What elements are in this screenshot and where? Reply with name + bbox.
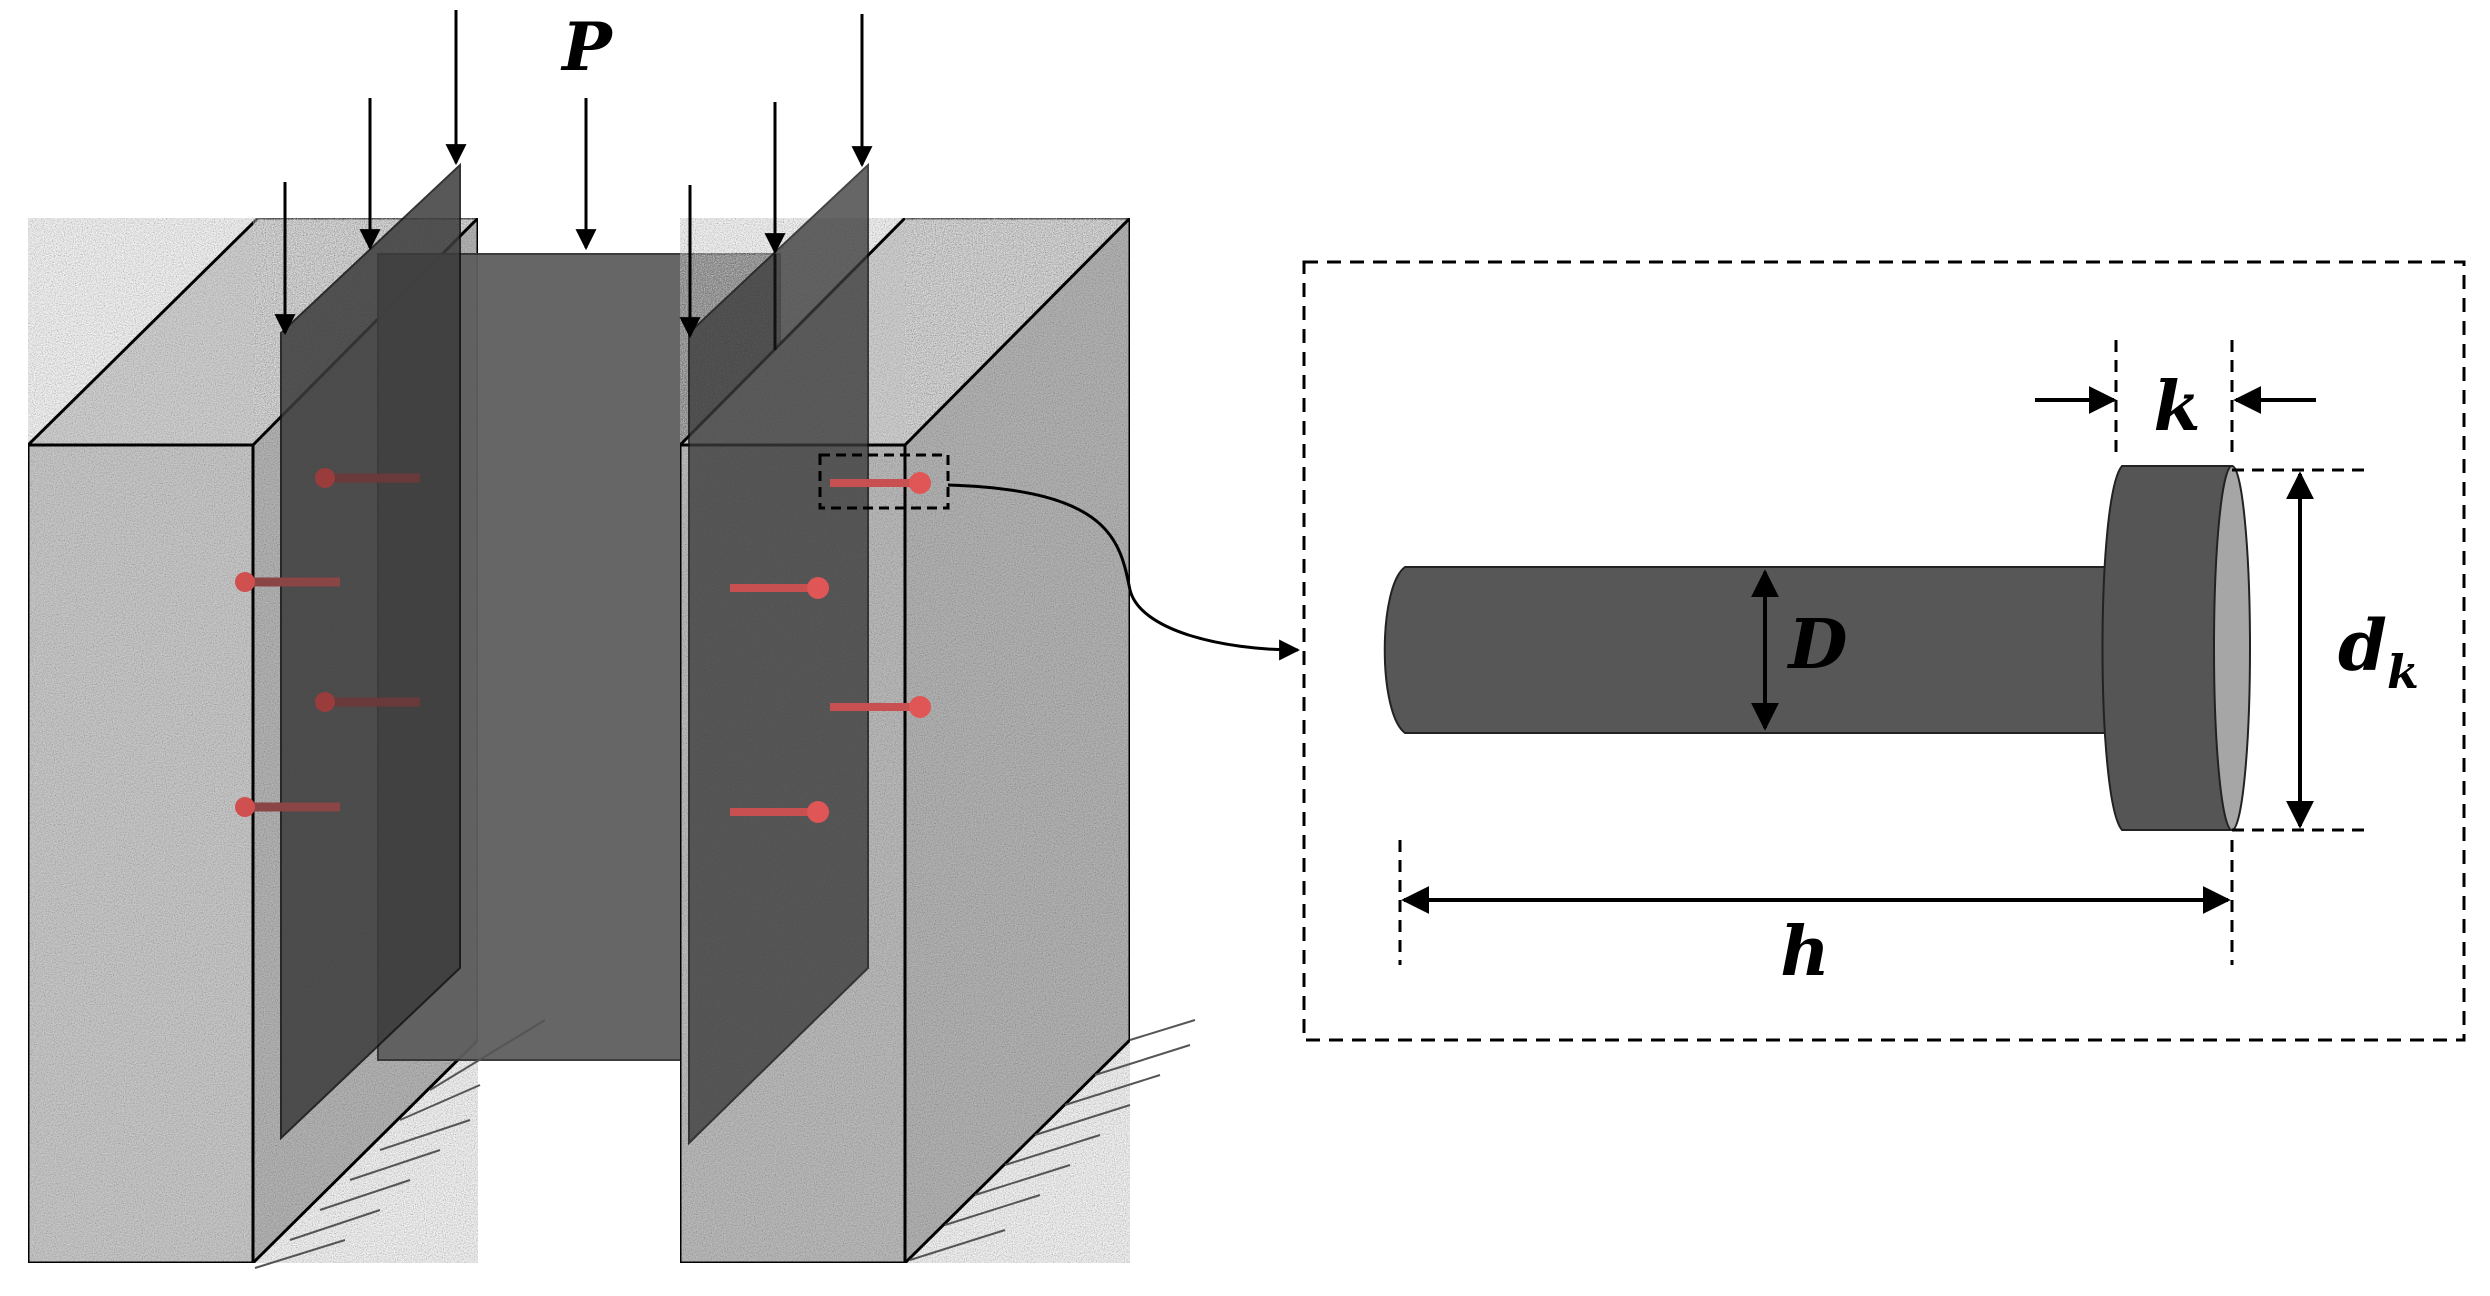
- stud-connector: [315, 692, 420, 712]
- stud-head: [2101, 465, 2233, 831]
- stud-shank: [1383, 566, 2106, 734]
- load-label: P: [560, 8, 614, 86]
- head-height-dimension: [2035, 340, 2316, 460]
- stud-connector: [235, 572, 340, 592]
- right-steel-flange: [688, 162, 869, 1146]
- stud-connector: [830, 472, 931, 494]
- stud-connector: [315, 468, 420, 488]
- stud-detail: [1383, 465, 2251, 831]
- left-steel-flange: [280, 162, 461, 1141]
- stud-length-label: h: [1780, 912, 1829, 992]
- head-diameter-base: d: [2338, 604, 2387, 687]
- stud-connector: [730, 577, 829, 599]
- right-slab-studs: [730, 472, 931, 823]
- load-arrows: [274, 10, 873, 339]
- stud-connector: [830, 696, 931, 718]
- shank-diameter-label: D: [1787, 605, 1848, 685]
- head-diameter-subscript: k: [2387, 645, 2419, 699]
- head-diameter-label: dk: [2338, 604, 2419, 699]
- stud-connector: [235, 797, 340, 817]
- detail-selection-box: [818, 453, 950, 510]
- left-slab-studs: [235, 468, 420, 817]
- stud-connector: [730, 801, 829, 823]
- stud-detail-panel: [1302, 260, 2466, 1042]
- head-diameter-dimension: [2232, 468, 2370, 832]
- support-hatching: [254, 1019, 1196, 1269]
- stud-head-face: [2213, 465, 2251, 831]
- detail-leader-curve: [947, 483, 1301, 661]
- head-height-label: k: [2153, 367, 2200, 447]
- stud-length-dimension: [1398, 840, 2234, 965]
